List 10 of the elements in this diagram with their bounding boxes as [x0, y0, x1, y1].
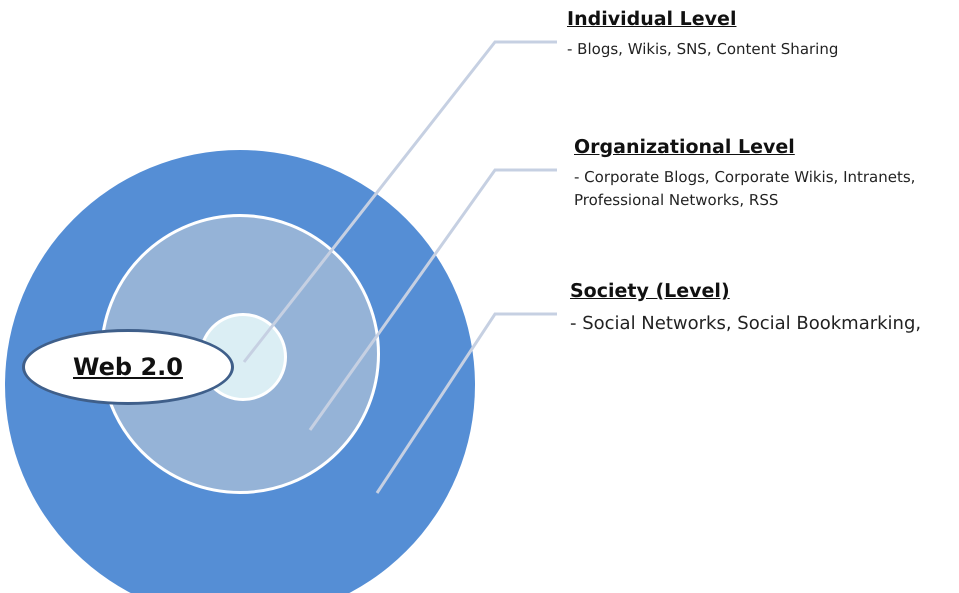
level-description: - Blogs, Wikis, SNS, Content Sharing [567, 39, 840, 60]
level-heading: Organizational Level [574, 136, 795, 158]
level-heading: Society (Level) [570, 280, 730, 302]
leader-line [376, 312, 557, 494]
level-heading: Individual Level [567, 8, 736, 30]
leader-line [242, 40, 557, 363]
level-description: - Corporate Blogs, Corporate Wikis, Intranets, Professional Networks, RSS [574, 167, 916, 210]
center-label: Web 2.0 [73, 353, 183, 381]
level-description: - Social Networks, Social Bookmarking, [570, 312, 922, 336]
leader-line [308, 168, 557, 431]
